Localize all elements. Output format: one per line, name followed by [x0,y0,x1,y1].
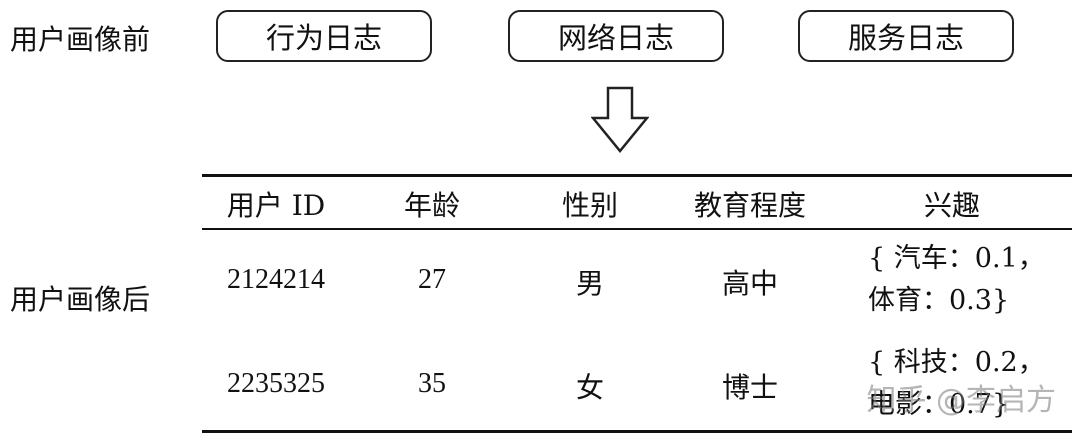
header-gender: 性别 [561,189,619,222]
row1-education: 高中 [721,267,779,300]
row1-age: 27 [418,264,446,295]
header-education: 教育程度 [693,189,807,222]
row1-gender: 男 [575,267,605,300]
header-user-id: 用户 ID [226,189,326,222]
row1-interest: { 汽车：0.1， 体育：0.3} [868,238,1045,322]
row2-gender: 女 [575,371,605,404]
down-arrow-icon [591,86,649,153]
table-top-rule [202,174,1072,177]
label-after-profiling: 用户画像后 [10,283,151,316]
table-header-rule [202,228,1072,230]
header-age: 年龄 [403,189,461,222]
row1-user-id: 2124214 [227,264,325,295]
row2-interest-line2: 电影：0.7} [868,389,1010,420]
table-bottom-rule [202,430,1072,433]
label-before-profiling: 用户画像前 [10,23,151,56]
row2-education: 博士 [721,371,779,404]
log-box-service: 服务日志 [798,10,1014,62]
row2-user-id: 2235325 [227,368,325,399]
log-box-behavior: 行为日志 [216,10,432,62]
row2-interest-line1: { 科技：0.2， [868,347,1045,378]
log-box-network: 网络日志 [508,10,724,62]
watermark: 知乎 @李启方 [866,383,1056,418]
row1-interest-line2: 体育：0.3} [868,285,1010,316]
row2-age: 35 [418,368,446,399]
header-interest: 兴趣 [923,189,981,222]
row2-interest: { 科技：0.2， 电影：0.7} [868,342,1045,426]
row1-interest-line1: { 汽车：0.1， [868,243,1045,274]
